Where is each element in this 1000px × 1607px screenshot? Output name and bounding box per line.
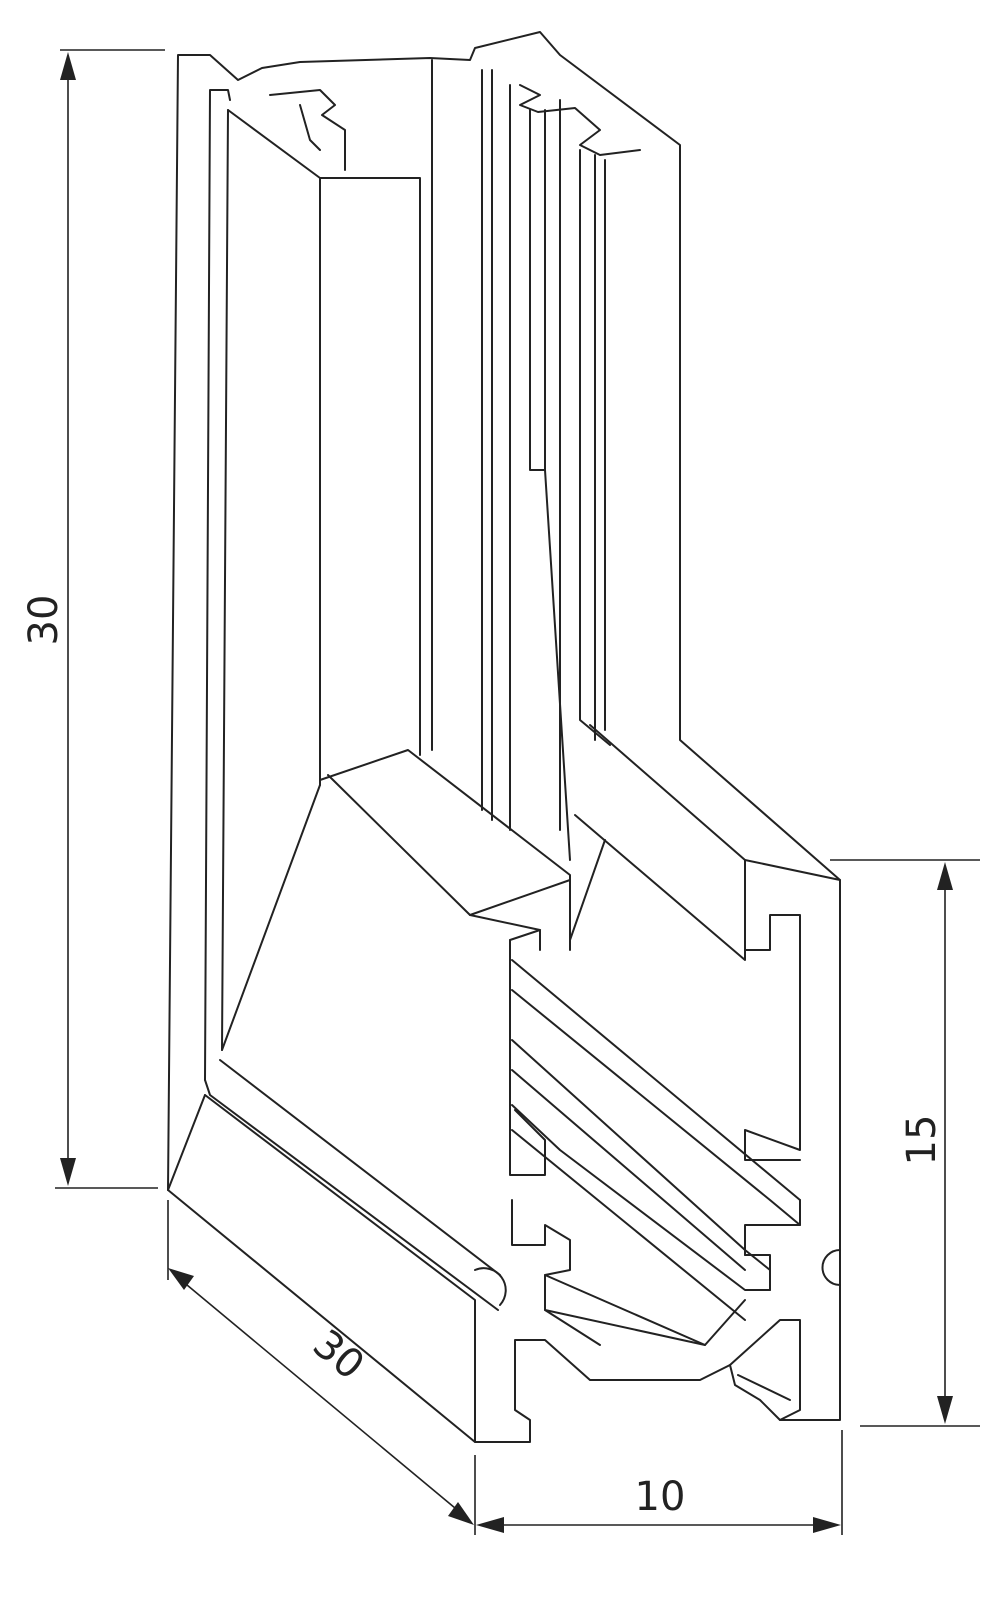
inner-channel [227,59,641,951]
dimension-label-height-total: 30 [21,595,67,646]
dimension-label-depth: 30 [304,1321,373,1389]
dimension-label-height-lower: 15 [899,1115,945,1166]
profile-outline [167,31,841,1443]
dimension-label-width: 10 [635,1474,686,1520]
dimension-height-total: 30 [21,49,165,1189]
dimension-depth: 30 [167,1200,476,1535]
dimension-height-lower: 15 [830,859,980,1427]
dimension-width: 10 [476,1430,843,1535]
right-face [569,724,841,1161]
groove-section [474,929,841,1421]
